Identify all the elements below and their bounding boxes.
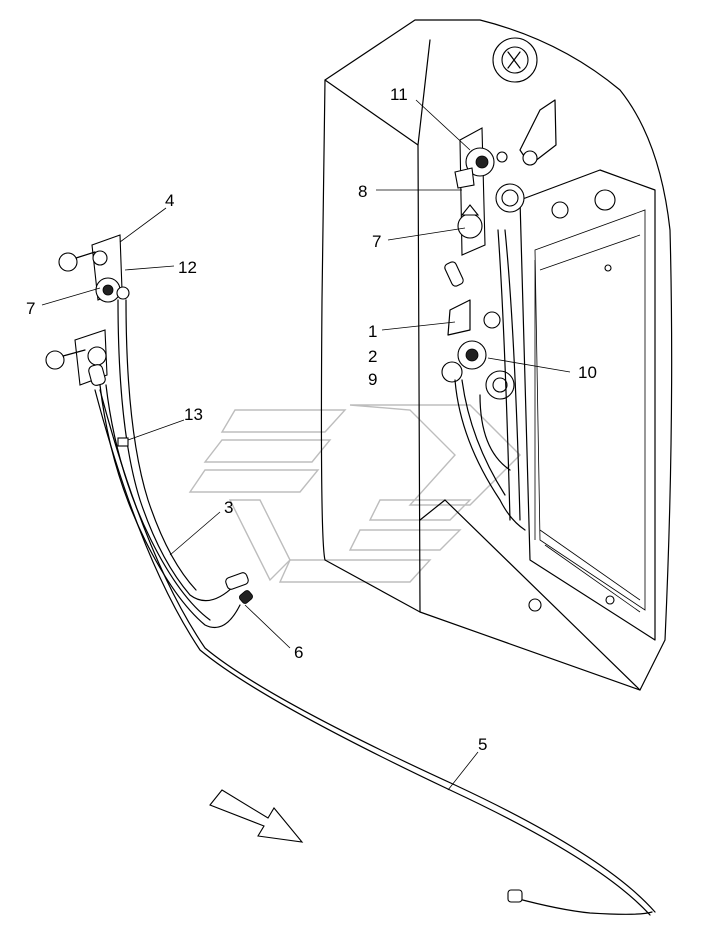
callout-13: 13 [184,405,203,424]
leader-lines [41,99,571,791]
callout-10: 10 [578,363,597,382]
left-sensor-assembly [45,234,130,386]
callout-7-right: 7 [372,232,381,251]
callout-2: 2 [368,347,377,366]
callout-8: 8 [358,182,367,201]
callout-1: 1 [368,322,377,341]
callout-3: 3 [224,498,233,517]
radiator-housing [320,19,673,691]
front-direction-arrow-icon [209,789,304,843]
hose-lines [94,299,656,916]
right-sensor-assembly [441,127,526,531]
callout-7-left: 7 [26,299,35,318]
callout-labels: 11 8 7 1 2 9 10 4 12 7 13 3 6 5 [26,85,597,754]
callout-12: 12 [178,258,197,277]
callout-9: 9 [368,370,377,389]
callout-5: 5 [478,735,487,754]
callout-11: 11 [390,85,408,104]
callout-4: 4 [165,191,174,210]
callout-6: 6 [294,643,303,662]
brand-watermark-logo [188,404,521,583]
